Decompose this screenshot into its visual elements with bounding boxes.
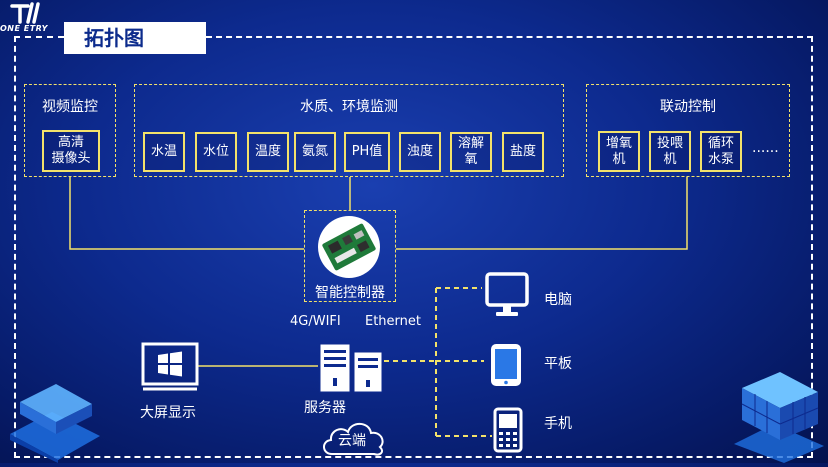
logo-mark-icon bbox=[10, 2, 40, 24]
device-aerator: 增氧 机 bbox=[598, 131, 640, 172]
line-video-controller bbox=[69, 177, 304, 250]
monitor-icon bbox=[484, 271, 530, 319]
sensor-dissolved-oxygen: 溶解 氧 bbox=[450, 132, 492, 172]
sensor-hd-camera: 高清 摄像头 bbox=[42, 130, 100, 172]
display-label: 大屏显示 bbox=[140, 405, 196, 421]
sensor-temperature: 温度 bbox=[247, 132, 289, 172]
page-title: 拓扑图 bbox=[64, 22, 206, 54]
sensor-turbidity: 浊度 bbox=[399, 132, 441, 172]
group-video-label: 视频监控 bbox=[42, 99, 98, 115]
device-tablet-label: 平板 bbox=[544, 356, 572, 372]
tablet-icon bbox=[489, 342, 523, 388]
sensor-water-temp: 水温 bbox=[143, 132, 185, 172]
group-control-label: 联动控制 bbox=[660, 99, 716, 115]
logo: ONE ETRY bbox=[0, 0, 48, 36]
line-control-controller bbox=[396, 177, 688, 250]
group-linkage-control bbox=[586, 84, 790, 177]
device-more: ...... bbox=[752, 140, 779, 156]
outer-frame-top-left bbox=[14, 36, 64, 38]
device-pc-label: 电脑 bbox=[544, 292, 572, 308]
controller-board-icon bbox=[314, 214, 384, 280]
windows-monitor-icon bbox=[140, 341, 202, 395]
device-circulating-pump: 循环 水泵 bbox=[700, 131, 742, 172]
cloud-icon bbox=[318, 416, 390, 458]
controller-frame bbox=[304, 210, 396, 302]
group-video-monitoring bbox=[24, 84, 116, 177]
outer-frame bbox=[14, 36, 813, 458]
device-phone-label: 手机 bbox=[544, 416, 572, 432]
link-wireless-label: 4G/WIFI bbox=[290, 314, 341, 329]
server-label: 服务器 bbox=[304, 400, 346, 416]
sensor-water-level: 水位 bbox=[195, 132, 237, 172]
cloud-label: 云端 bbox=[338, 433, 366, 449]
sensor-ph: PH值 bbox=[344, 132, 390, 172]
decor-cube-right-icon bbox=[728, 358, 828, 463]
link-ethernet-label: Ethernet bbox=[365, 314, 421, 329]
decor-platform-left-icon bbox=[0, 362, 110, 463]
device-feeder: 投喂 机 bbox=[649, 131, 691, 172]
group-water-label: 水质、环境监测 bbox=[300, 99, 398, 115]
logo-text: ONE ETRY bbox=[0, 24, 48, 33]
sensor-ammonia: 氨氮 bbox=[294, 132, 336, 172]
controller-label: 智能控制器 bbox=[315, 285, 385, 301]
phone-icon bbox=[493, 407, 523, 453]
outer-frame-top bbox=[206, 36, 813, 38]
group-water-quality bbox=[134, 84, 564, 177]
sensor-salinity: 盐度 bbox=[502, 132, 544, 172]
server-icon bbox=[318, 342, 386, 394]
